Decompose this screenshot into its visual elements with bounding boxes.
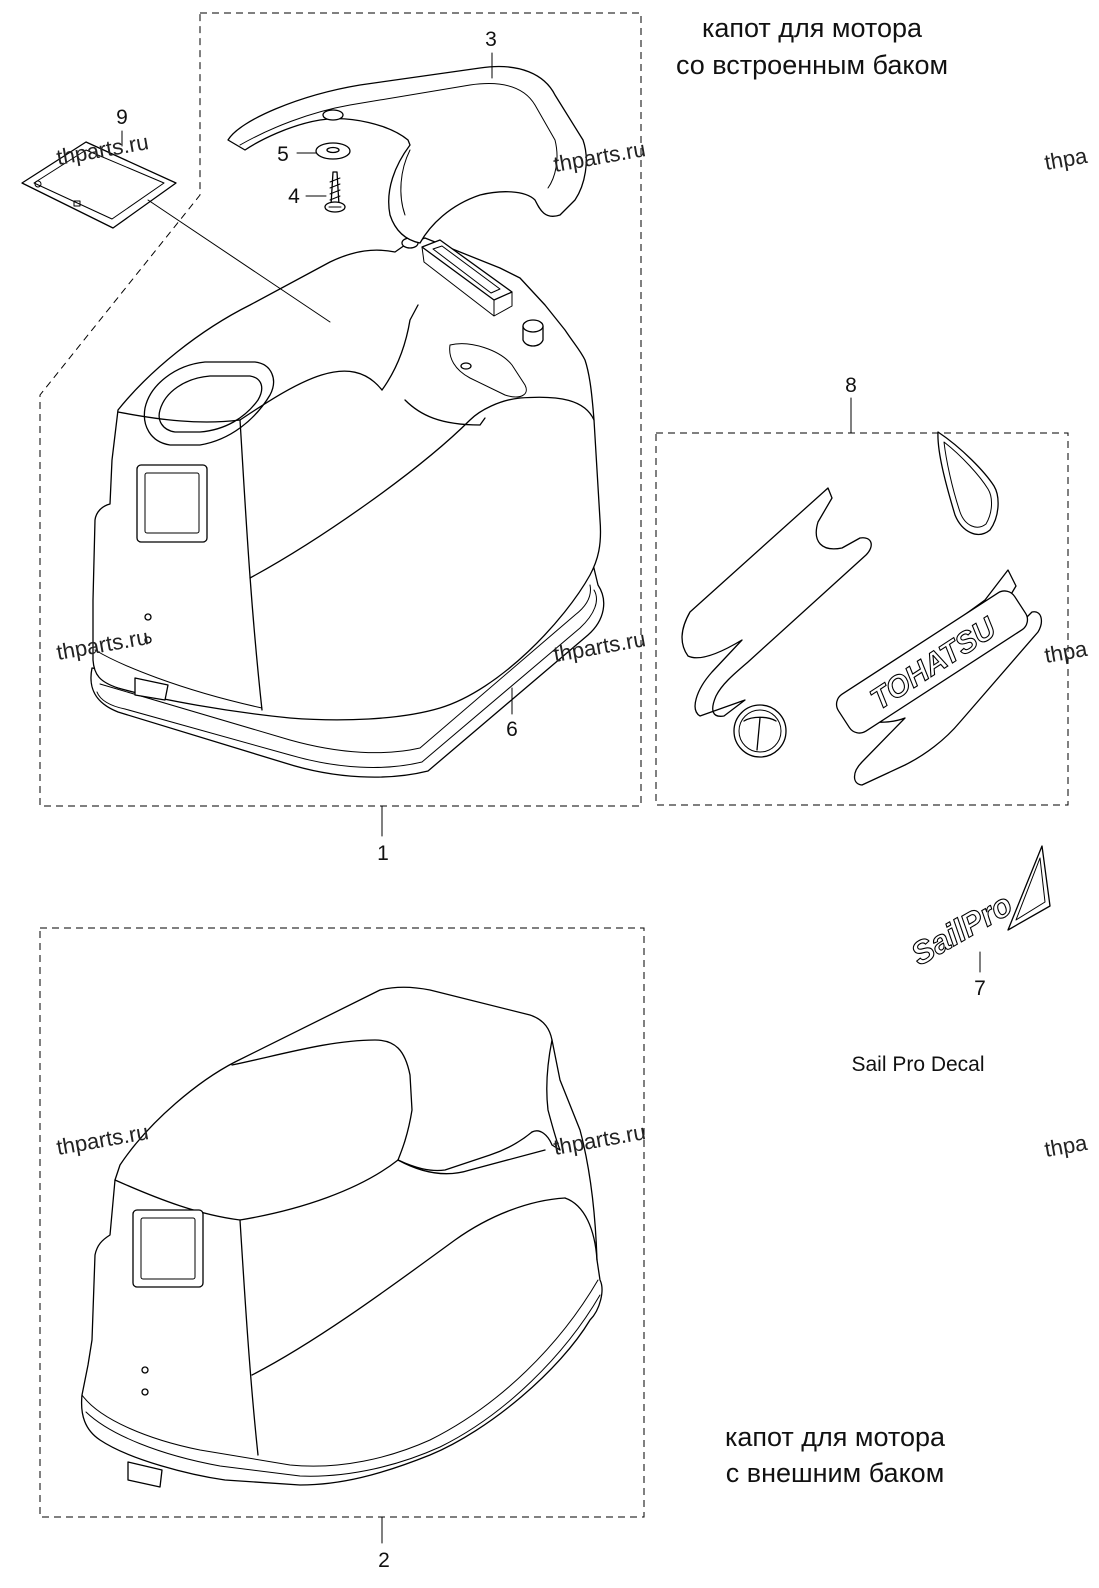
leader-9-to-hood xyxy=(147,199,331,323)
watermark-clipped: thpa xyxy=(1043,1130,1090,1162)
hood-2-rivet-upper xyxy=(141,1366,149,1374)
hood-2-top-panel xyxy=(231,1039,413,1161)
caption-external-tank-line2: с внешним баком xyxy=(726,1458,945,1488)
hood-2-assembly xyxy=(80,986,603,1488)
callout-2: 2 xyxy=(378,1549,390,1572)
group-2-boundary xyxy=(39,927,645,1518)
hood-1-rivet-lower xyxy=(144,636,152,644)
hood-1-hole xyxy=(460,362,472,370)
top-cover-3-inner-edge xyxy=(400,149,411,216)
hood-1-window-panel xyxy=(144,472,200,534)
caption-integrated-tank-line1: капот для мотора xyxy=(702,13,923,43)
decal-9-sheet xyxy=(21,141,177,229)
sail-pro-decal-7: SailPro xyxy=(904,845,1051,973)
watermark-clipped: thpa xyxy=(1043,636,1090,668)
hood-2-rim-upper xyxy=(81,1279,599,1467)
hood-2-window-frame xyxy=(132,1209,204,1288)
decal-8-small-fin xyxy=(937,431,999,535)
hood-2-right-top-edge xyxy=(546,1039,561,1151)
hood-2-notch xyxy=(531,1130,561,1151)
decal-9-mark-square xyxy=(73,200,81,207)
caption-integrated-tank-line2: со встроенным баком xyxy=(676,50,948,80)
washer-5-hole xyxy=(326,146,340,154)
hood-1-shoulder-line xyxy=(404,399,486,426)
hood-1-front-top-edge xyxy=(117,411,241,423)
gasket-6-outer xyxy=(90,559,605,778)
group-1-boundary xyxy=(39,12,642,807)
top-cover-3-groove xyxy=(239,83,558,189)
screw-4-shaft xyxy=(330,171,340,206)
decal-8-small-fin-inner xyxy=(943,441,992,528)
sail-pro-decal-label: Sail Pro Decal xyxy=(851,1053,984,1076)
hood-1-boss-right xyxy=(522,319,544,333)
hood-1-shell xyxy=(92,237,602,721)
hood-2-side-contour xyxy=(251,1197,566,1376)
hood-2-rivet-lower xyxy=(141,1388,149,1396)
gasket-6-band-upper xyxy=(99,584,591,754)
hood-2-window-panel xyxy=(140,1217,196,1280)
callout-9: 9 xyxy=(116,106,128,129)
decal-9-border xyxy=(33,149,165,220)
hood-2-latch-tab xyxy=(127,1461,163,1488)
hood-2-right-panel-line xyxy=(564,1197,598,1261)
watermark-clipped: thpa xyxy=(1043,143,1090,175)
callout-1: 1 xyxy=(377,842,389,865)
decal-8-emblem-t xyxy=(743,716,777,751)
top-cover-3-grommet xyxy=(322,109,344,121)
decal-8-left-stripe xyxy=(681,487,872,717)
sail-pro-sail-shape xyxy=(1007,845,1051,931)
callout-3: 3 xyxy=(485,28,497,51)
hood-2-front-top-edge xyxy=(114,1179,241,1221)
sail-pro-logo-text: SailPro xyxy=(905,886,1018,972)
hood-1-fuel-bracket-slot xyxy=(432,245,501,294)
callout-5: 5 xyxy=(277,143,289,166)
hood-2-top-ridge xyxy=(239,1159,399,1221)
hood-1-assembly xyxy=(90,237,605,778)
hood-1-latch-tab xyxy=(134,677,169,701)
sail-pro-sail-inner xyxy=(1015,857,1046,921)
screw-4 xyxy=(324,171,346,213)
hood-1-fuel-bracket-side xyxy=(421,246,513,317)
caption-external-tank-line1: капот для мотора xyxy=(725,1422,946,1452)
hood-2-front-crease xyxy=(239,1219,259,1456)
hood-2-rim-lower xyxy=(85,1294,601,1477)
hood-1-rear-recess xyxy=(449,343,527,398)
hood-2-shell xyxy=(80,986,603,1486)
hood-1-window-frame xyxy=(136,464,208,543)
decal-9-mark-circle xyxy=(34,180,42,188)
callout-6: 6 xyxy=(506,718,518,741)
decal-8-emblem-ring xyxy=(738,709,782,753)
callout-4: 4 xyxy=(288,185,300,208)
hood-1-top-ridge xyxy=(239,370,383,421)
hood-1-intake-opening xyxy=(158,375,263,433)
callout-7: 7 xyxy=(974,977,986,1000)
decal-set-8: TOHATSU xyxy=(681,431,1043,786)
top-cover-3 xyxy=(227,65,587,244)
callout-8: 8 xyxy=(845,374,857,397)
decal-8-emblem xyxy=(733,704,787,758)
gasket-6-band-lower xyxy=(96,589,597,768)
hood-1-front-crease xyxy=(239,419,263,711)
hood-2-top-crease-inner xyxy=(397,1131,533,1172)
top-cover-3-body xyxy=(227,65,587,244)
tohatsu-logo-frame xyxy=(835,590,1029,734)
hood-1-lower-rim-line xyxy=(94,649,263,709)
hood-1-rivet-upper xyxy=(144,613,152,621)
hood-1-side-contour xyxy=(249,397,521,579)
decal-9 xyxy=(21,141,177,229)
hood-1-top-dip xyxy=(381,304,419,391)
group-8-boundary xyxy=(655,432,1069,806)
screw-4-thread xyxy=(329,177,341,201)
hood-1-right-panel-line xyxy=(519,396,595,421)
